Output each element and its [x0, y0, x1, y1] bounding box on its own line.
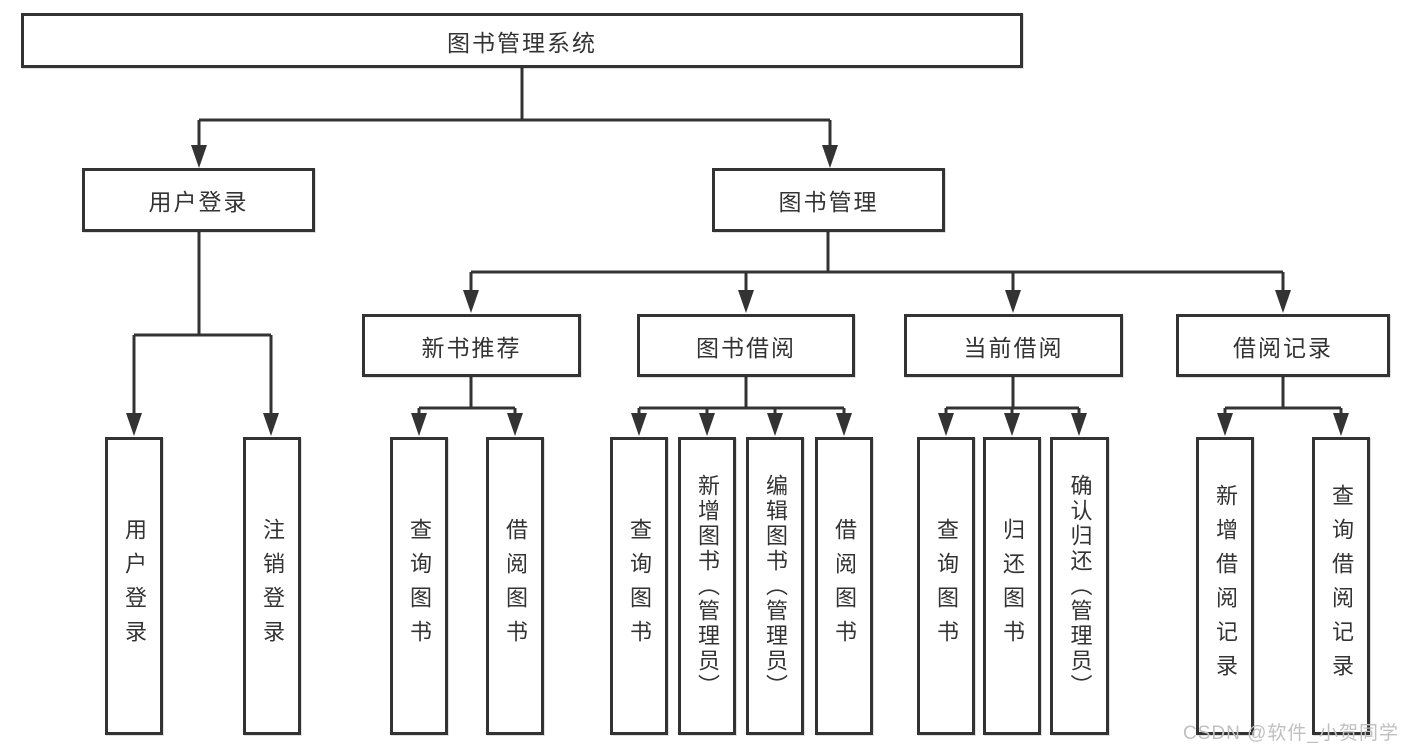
leaf-label: 用户登录	[122, 518, 147, 654]
node-label: 图书管理	[778, 189, 879, 215]
leaf-query-books-current: 查询图书	[917, 437, 975, 735]
leaf-add-book-admin: 新增图书（管理员）	[678, 437, 736, 735]
arrowheads	[126, 145, 1349, 436]
node-label: 借阅记录	[1233, 334, 1333, 361]
connector-borrowing-to-leaves	[637, 377, 846, 418]
leaf-label: 查询图书	[407, 518, 432, 654]
node-user-login-group: 用户登录	[82, 168, 315, 232]
connector-userlogin-to-leaves	[132, 232, 273, 418]
node-label: 图书借阅	[696, 334, 796, 361]
leaf-label: 新增图书（管理员）	[695, 473, 720, 699]
leaf-confirm-return-admin: 确认归还（管理员）	[1050, 437, 1109, 735]
node-label: 用户登录	[148, 189, 249, 215]
leaf-label: 新增借阅记录	[1213, 484, 1238, 688]
leaf-label: 确认归还（管理员）	[1067, 473, 1093, 699]
connector-current-to-leaves	[944, 377, 1081, 418]
leaf-label: 查询图书	[934, 518, 959, 654]
connector-newbook-to-leaves	[417, 377, 517, 418]
leaf-borrow-books-recommend: 借阅图书	[486, 437, 544, 735]
leaf-logout: 注销登录	[243, 437, 301, 735]
leaf-label: 查询借阅记录	[1329, 484, 1354, 688]
node-borrowing-records: 借阅记录	[1176, 314, 1390, 377]
leaf-label: 借阅图书	[832, 518, 857, 654]
node-label: 图书管理系统	[447, 29, 597, 56]
leaf-edit-book-admin: 编辑图书（管理员）	[746, 437, 804, 735]
leaf-add-borrow-record: 新增借阅记录	[1196, 437, 1254, 735]
connector-root-to-level2	[197, 68, 832, 150]
csdn-watermark: CSDN @软件_小贺同学	[1183, 723, 1399, 744]
node-book-borrowing: 图书借阅	[637, 314, 855, 377]
connector-records-to-leaves	[1223, 377, 1343, 418]
leaf-query-borrow-record: 查询借阅记录	[1312, 437, 1370, 735]
leaf-query-books-recommend: 查询图书	[390, 437, 448, 735]
connector-bookmgmt-to-level3	[469, 232, 1285, 294]
leaf-label: 归还图书	[1000, 518, 1025, 654]
leaf-label: 编辑图书（管理员）	[763, 473, 788, 699]
node-new-book-recommendation: 新书推荐	[362, 314, 581, 377]
node-label: 当前借阅	[963, 334, 1064, 361]
leaf-label: 查询图书	[627, 518, 652, 654]
leaf-return-book: 归还图书	[983, 437, 1041, 735]
node-label: 新书推荐	[421, 334, 522, 361]
leaf-label: 借阅图书	[503, 518, 528, 654]
node-book-management-group: 图书管理	[712, 168, 945, 232]
leaf-borrow-books-borrowing: 借阅图书	[815, 437, 873, 735]
leaf-label: 注销登录	[260, 518, 285, 654]
node-library-management-system: 图书管理系统	[21, 13, 1023, 68]
node-current-borrowing: 当前借阅	[904, 314, 1123, 377]
leaf-user-login: 用户登录	[105, 437, 163, 735]
leaf-query-books-borrowing: 查询图书	[610, 437, 668, 735]
